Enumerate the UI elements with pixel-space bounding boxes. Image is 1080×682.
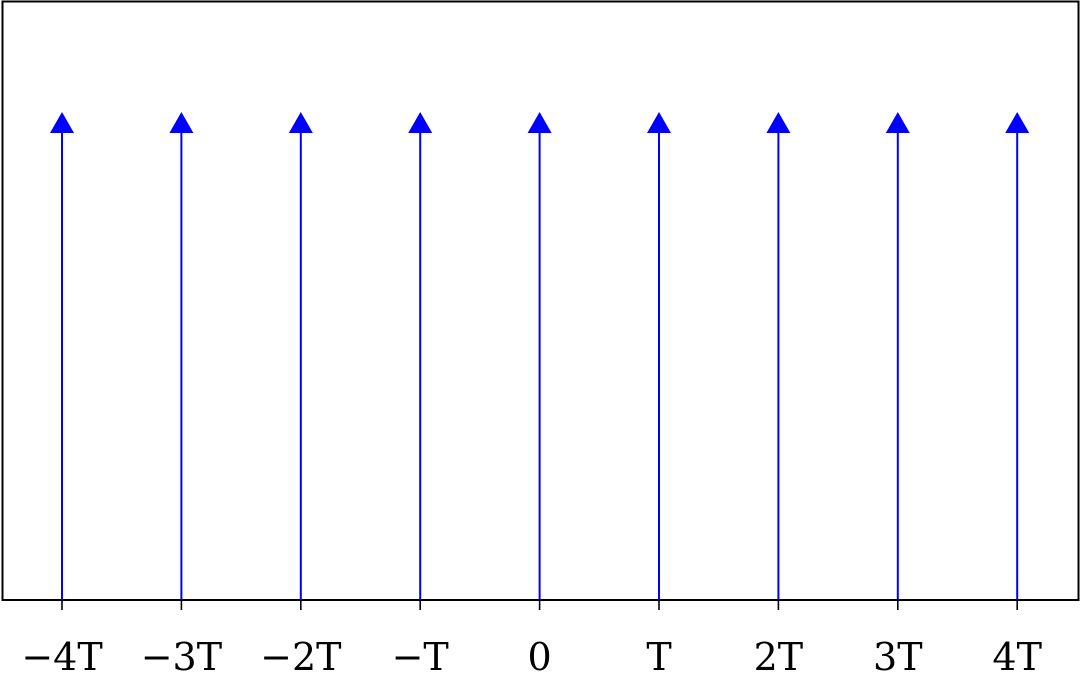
impulse-arrowhead [1005, 112, 1030, 133]
x-tick-label: −3T [141, 635, 222, 679]
x-axis-ticks [61, 600, 1019, 610]
x-tick-label: −4T [21, 635, 102, 679]
x-tick-label: 2T [754, 635, 804, 679]
stem-series [50, 112, 1030, 600]
x-axis-tick-labels: −4T −3T −2T −T 0 T 2T 3T 4T [21, 635, 1042, 679]
x-tick-label: −2T [260, 635, 341, 679]
x-tick-label: −T [392, 635, 449, 679]
x-tick-label: 3T [873, 635, 923, 679]
impulse-arrowhead [169, 112, 194, 133]
x-tick-label: 0 [528, 635, 552, 679]
impulse-arrowhead [885, 112, 910, 133]
impulse-arrowhead [408, 112, 433, 133]
impulse-arrowhead [288, 112, 313, 133]
x-tick-label: 4T [992, 635, 1042, 679]
impulse-arrowhead [527, 112, 552, 133]
impulse-arrowhead [50, 112, 74, 133]
x-tick-label: T [646, 635, 671, 679]
impulse-arrowhead [647, 112, 671, 133]
impulse-arrowhead [766, 112, 791, 133]
